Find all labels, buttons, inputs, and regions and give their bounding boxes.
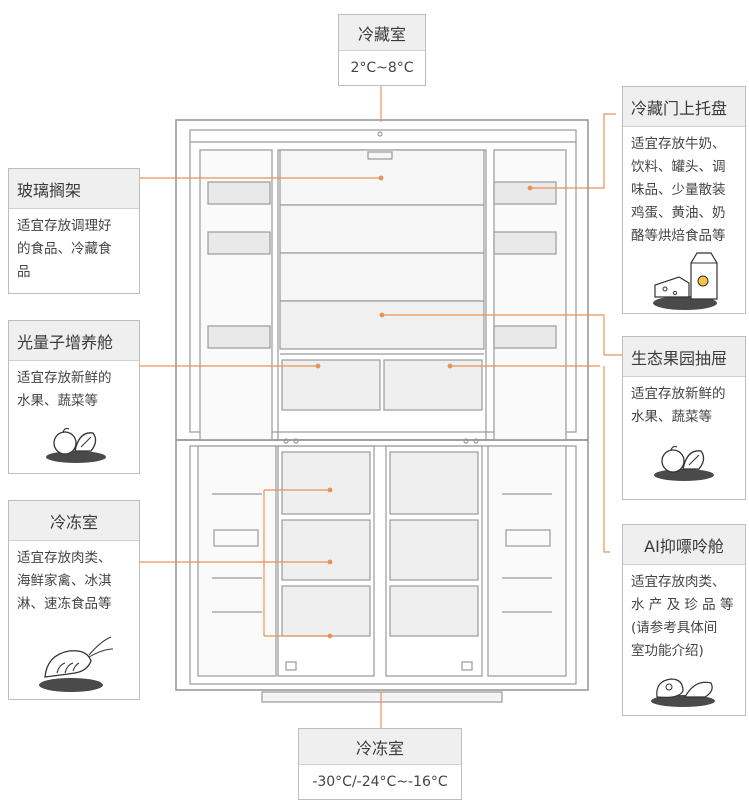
milk-cheese-icon [653, 252, 718, 310]
callout-door-tray: 冷藏门上托盘 适宜存放牛奶、 饮料、罐头、调 味品、少量散装 鸡蛋、黄油、奶 酪… [622, 86, 746, 314]
callout-title: AI抑嘌呤舱 [623, 525, 745, 565]
callout-line: 适宜存放新鲜的 [631, 386, 726, 402]
callout-line: 适宜存放新鲜的 [17, 370, 112, 386]
bottom-temp-title: 冷冻室 [299, 729, 461, 765]
fruit-veg-icon [654, 445, 714, 481]
callout-title: 冷冻室 [9, 501, 139, 541]
callout-purine-chamber: AI抑嘌呤舱 适宜存放肉类、 水 产 及 珍 品 等 (请参考具体间 室功能介绍… [622, 524, 746, 716]
freezer-drawer [281, 451, 371, 515]
meat-icon [651, 678, 715, 707]
callout-line: 海鲜家禽、冰淇 [17, 573, 112, 589]
callout-orchard-drawer: 生态果园抽屉 适宜存放新鲜的 水果、蔬菜等 [622, 336, 746, 500]
callout-title: 生态果园抽屉 [623, 337, 745, 377]
fruit-veg-icon [46, 427, 106, 463]
orchard-drawer-right [383, 359, 483, 411]
callout-line: 适宜存放牛奶、 [631, 136, 726, 152]
callout-line: (请参考具体间 [631, 620, 718, 636]
callout-line: 酪等烘焙食品等 [631, 228, 726, 244]
callout-freezer: 冷冻室 适宜存放肉类、 海鲜家禽、冰淇 淋、速冻食品等 [8, 500, 140, 700]
callout-line: 的食品、冷藏食 [17, 241, 112, 257]
callout-title: 冷藏门上托盘 [623, 87, 745, 127]
top-temp-title: 冷藏室 [339, 15, 425, 51]
callout-line: 室功能介绍) [631, 643, 704, 659]
callout-glass-shelf: 玻璃搁架 适宜存放调理好 的食品、冷藏食 品 [8, 168, 140, 294]
bottom-temp-label: 冷冻室 -30°C/-24°C~-16°C [298, 728, 462, 800]
callout-line: 适宜存放调理好 [17, 218, 112, 234]
callout-line: 水果、蔬菜等 [631, 409, 712, 425]
callout-line: 味品、少量散装 [631, 182, 726, 198]
purine-drawer [389, 519, 479, 581]
photon-drawer [279, 300, 485, 350]
top-temp-value: 2°C~8°C [350, 60, 414, 76]
callout-photon-chamber: 光量子增养舱 适宜存放新鲜的 水果、蔬菜等 [8, 320, 140, 474]
bottom-temp-value: -30°C/-24°C~-16°C [312, 774, 448, 790]
callout-line: 饮料、罐头、调 [631, 159, 726, 175]
callout-line: 适宜存放肉类、 [631, 574, 726, 590]
callout-line: 适宜存放肉类、 [17, 550, 112, 566]
callout-line: 水 产 及 珍 品 等 [631, 597, 734, 613]
callout-line: 淋、速冻食品等 [17, 596, 112, 612]
shrimp-icon [39, 636, 114, 692]
callout-line: 品 [17, 264, 31, 280]
callout-line: 鸡蛋、黄油、奶 [631, 205, 726, 221]
callout-title: 玻璃搁架 [9, 169, 139, 209]
orchard-drawer-left [281, 359, 381, 411]
callout-title: 光量子增养舱 [9, 321, 139, 361]
callout-line: 水果、蔬菜等 [17, 393, 98, 409]
top-temp-label: 冷藏室 2°C~8°C [338, 14, 426, 86]
fridge-lower-cabinet [175, 439, 589, 691]
